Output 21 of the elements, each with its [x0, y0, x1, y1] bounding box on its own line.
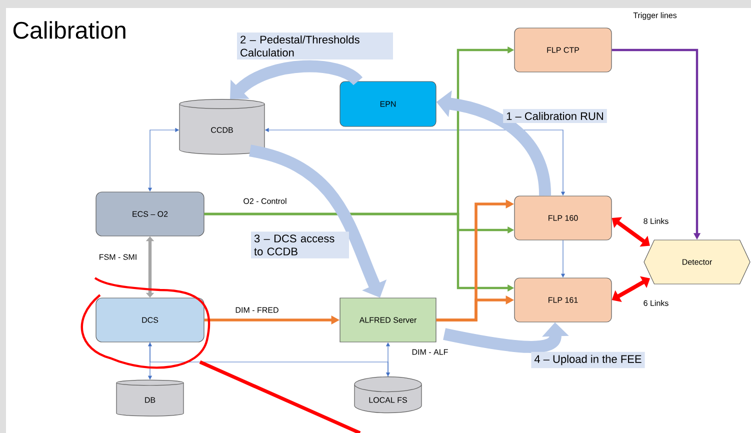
process-box: EPN [340, 81, 436, 127]
edge-label: FSM - SMI [98, 253, 138, 261]
database-cylinder: DB [116, 380, 184, 416]
step-label: 3 – DCS access to CCDB [251, 232, 349, 258]
process-box: DCS [96, 298, 204, 342]
edge-label: O2 - Control [242, 197, 288, 205]
edge-label: 6 Links [642, 299, 670, 307]
step-label: 2 – Pedestal/Thresholds Calculation [237, 32, 393, 60]
connector-line [150, 342, 388, 377]
step-label: 1 – Calibration RUN [503, 108, 607, 124]
step-arrow [230, 60, 362, 99]
edge-label: 8 Links [642, 217, 670, 225]
process-box: ALFRED Server [340, 298, 436, 342]
title: Calibration [13, 21, 126, 39]
process-box: FLP CTP [514, 28, 612, 72]
process-box: FLP 161 [514, 278, 612, 322]
database-cylinder: CCDB [179, 99, 265, 155]
database-cylinder: LOCAL FS [354, 376, 422, 414]
step-label: 4 – Upload in the FEE [531, 352, 645, 368]
process-box: ECS – O2 [96, 192, 204, 236]
process-box: FLP 160 [514, 196, 612, 240]
